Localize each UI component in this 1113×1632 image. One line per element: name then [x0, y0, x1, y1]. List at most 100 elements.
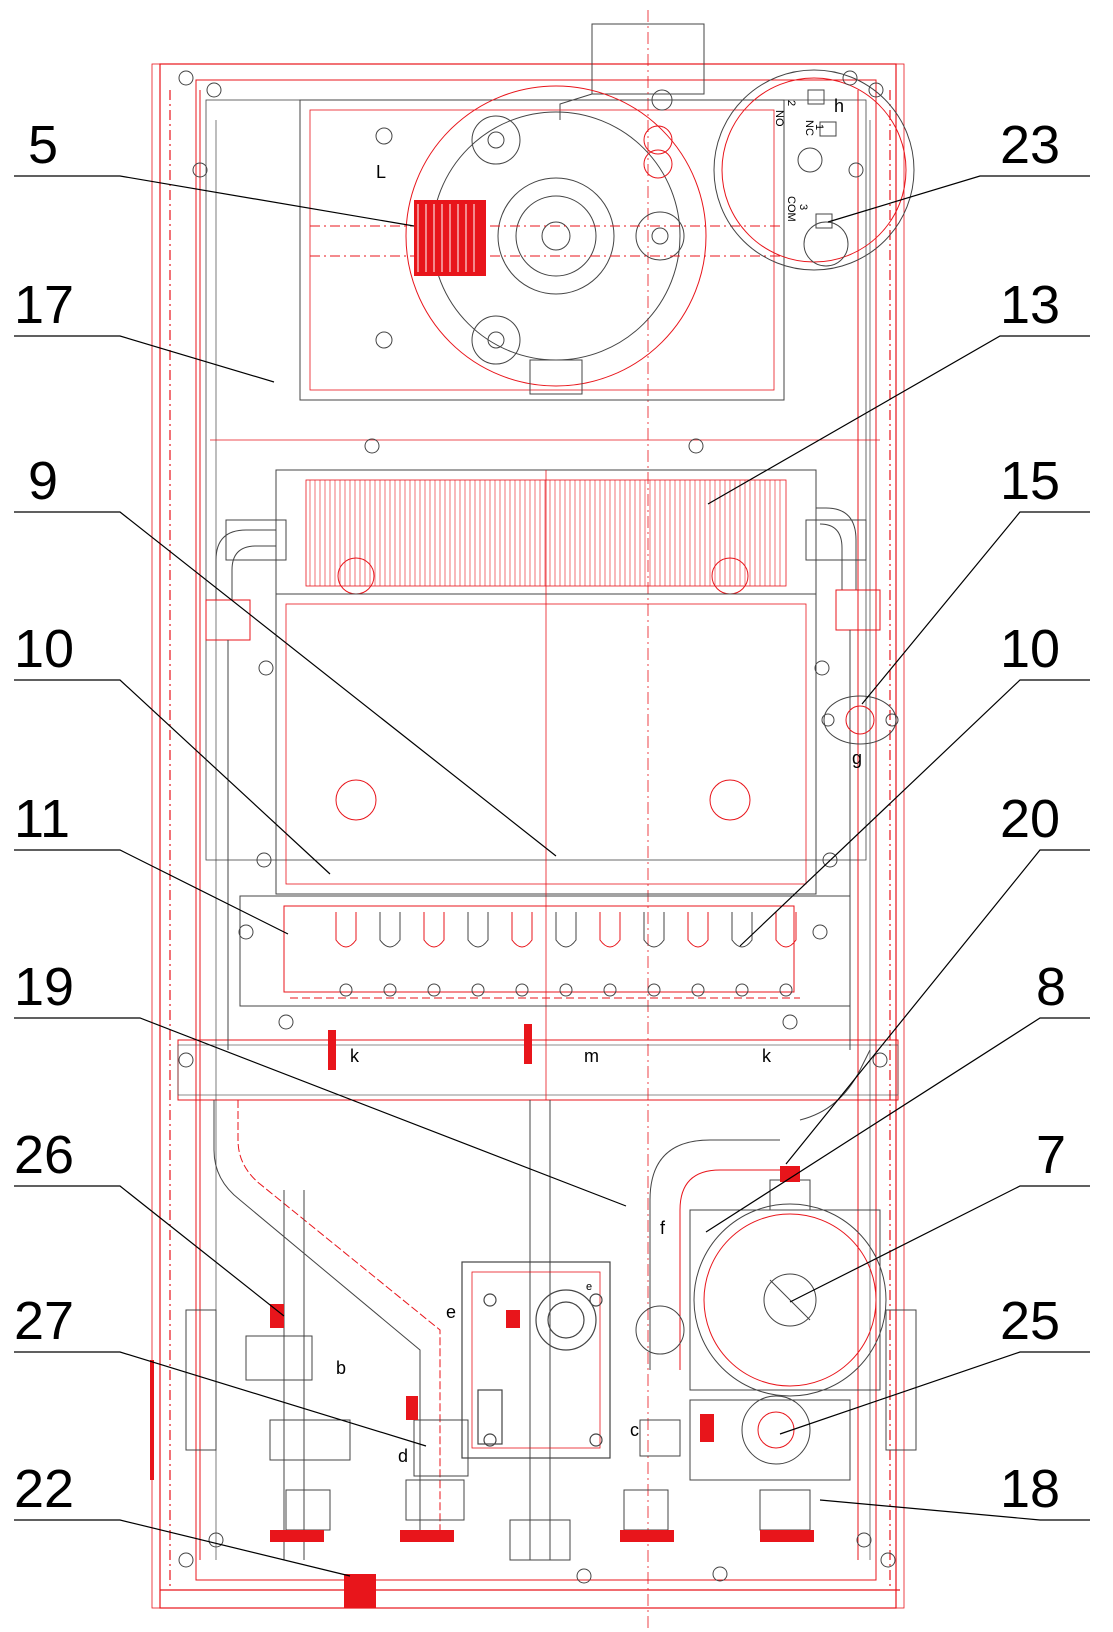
callout-27: 27: [14, 1291, 74, 1351]
callout-23: 23: [1000, 115, 1060, 175]
leader-18: [819, 1499, 1090, 1521]
fan-assembly: [299, 85, 785, 401]
leader-20: [785, 849, 1090, 1165]
callout-25: 25: [1000, 1291, 1060, 1351]
screw: [856, 1532, 872, 1548]
burner-nozzle: [779, 983, 793, 997]
letter-e-top: e: [586, 1281, 592, 1293]
screw: [258, 660, 274, 676]
screw: [576, 1568, 592, 1584]
screw: [872, 1052, 888, 1068]
callout-5: 5: [28, 115, 58, 175]
burner-nozzle: [603, 983, 617, 997]
burner-blade: [731, 912, 753, 948]
burner-blades: [335, 912, 797, 997]
leader-19: [14, 1017, 627, 1207]
screw: [178, 1552, 194, 1568]
screw: [256, 852, 272, 868]
red-accents: [150, 1024, 814, 1608]
screw: [812, 924, 828, 940]
side-pipes: [205, 507, 881, 1050]
water-taps: [185, 1309, 917, 1561]
letter-b: b: [336, 1358, 346, 1378]
callout-8: 8: [1036, 957, 1066, 1017]
casing: [151, 63, 905, 1609]
callout-19: 19: [14, 957, 74, 1017]
screw: [278, 1014, 294, 1030]
burner-nozzle: [471, 983, 485, 997]
burner-blade: [423, 912, 445, 948]
leader-25: [779, 1351, 1090, 1435]
screw: [206, 82, 222, 98]
switch-labels: NO NC COM 1 2 3: [773, 100, 825, 222]
leader-22: [14, 1519, 351, 1577]
callout-9: 9: [28, 451, 58, 511]
letter-g: g: [852, 748, 862, 768]
leader-9: [14, 511, 557, 857]
leader-8: [705, 1017, 1090, 1233]
burner-nozzle: [691, 983, 705, 997]
letter-d: d: [398, 1446, 408, 1466]
screw: [192, 162, 208, 178]
callout-10-right: 10: [1000, 619, 1060, 679]
leader-23: [827, 175, 1090, 223]
screw: [842, 70, 858, 86]
callout-15: 15: [1000, 451, 1060, 511]
burner-blade: [335, 912, 357, 948]
label-com: COM: [785, 196, 797, 222]
lower-pipes: [213, 1049, 871, 1560]
leader-17: [14, 335, 275, 383]
callout-10-left: 10: [14, 619, 74, 679]
leader-27: [14, 1351, 427, 1447]
label-nc: NC: [803, 120, 815, 136]
burner-blade: [379, 912, 401, 948]
screw: [814, 660, 830, 676]
burner-nozzle: [559, 983, 573, 997]
leader-26: [14, 1185, 285, 1317]
callout-22: 22: [14, 1459, 74, 1519]
label-terminal-3: 3: [797, 204, 809, 210]
burner-blade: [687, 912, 709, 948]
letter-m: m: [584, 1046, 599, 1066]
label-terminal-2: 2: [785, 100, 797, 106]
callout-17: 17: [14, 275, 74, 335]
leader-7: [789, 1185, 1090, 1303]
pump-connector: [780, 1166, 800, 1182]
label-no: NO: [773, 110, 785, 127]
leader-15: [861, 511, 1090, 705]
burner-nozzle: [339, 983, 353, 997]
burner-nozzle: [383, 983, 397, 997]
air-pressure-switch: [643, 69, 915, 271]
callout-26: 26: [14, 1125, 74, 1185]
callout-numbers: 5 23 17 13 9 15 10 10 11 20 19 8 26 7 27…: [14, 115, 1066, 1519]
gas-valve: [461, 1261, 611, 1459]
callout-7: 7: [1036, 1125, 1066, 1185]
leader-5: [14, 175, 415, 227]
screw: [178, 1052, 194, 1068]
overheat-thermostat: [821, 695, 899, 745]
label-terminal-1: 1: [813, 124, 825, 130]
burner-blade: [555, 912, 577, 948]
screw: [822, 852, 838, 868]
screws: [178, 70, 896, 1584]
screw: [208, 1532, 224, 1548]
burner-blade: [467, 912, 489, 948]
letter-f: f: [660, 1218, 666, 1238]
burner-blade: [599, 912, 621, 948]
letter-L: L: [376, 162, 386, 182]
screw: [848, 162, 864, 178]
callout-13: 13: [1000, 275, 1060, 335]
burner-nozzle: [427, 983, 441, 997]
burner-nozzle: [647, 983, 661, 997]
fan-motor-coil-lines: [417, 204, 475, 272]
screw: [364, 438, 380, 454]
screw: [712, 1566, 728, 1582]
part-letters: L h g k m k f e e b d c: [336, 96, 862, 1466]
leader-lines: [14, 175, 1090, 1577]
screw: [688, 438, 704, 454]
leader-10r: [739, 679, 1090, 947]
screw: [880, 1552, 896, 1568]
letter-e-left: e: [446, 1302, 456, 1322]
